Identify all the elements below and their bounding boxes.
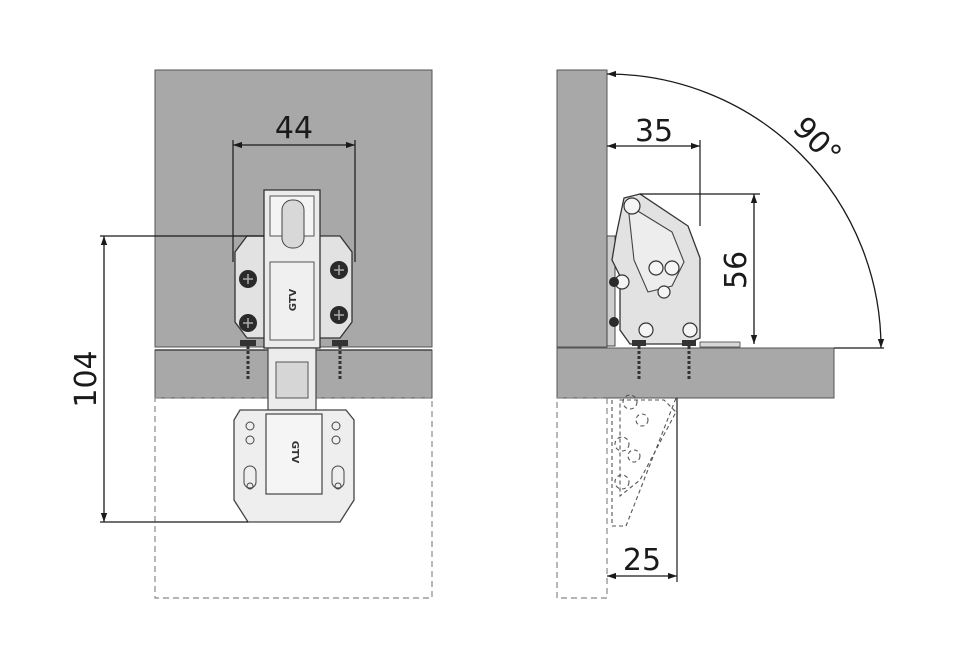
dimension-angle-label: 90° [786,110,848,172]
front-brand-upper: GTV [288,288,299,311]
front-screw-icon [239,261,348,332]
front-hinge-plate: GTV [234,189,353,411]
front-door-open-outline [154,397,433,599]
dimension-width-top-label: 44 [275,111,313,146]
front-door-screw-icon [240,340,348,380]
side-cabinet-wall [556,69,608,348]
dimension-height-front: 104 [69,235,264,523]
side-door-open-outline [556,397,608,599]
front-brand-lower: GTV [289,441,300,464]
dimension-height-side-label: 56 [719,251,754,289]
front-door-plate: GTV [233,409,355,523]
dimension-width-bottom: 25 [607,398,678,582]
side-hinge-open [611,394,677,527]
dimension-width-bottom-label: 25 [623,543,661,578]
side-door-closed [556,347,835,399]
side-view: 35 56 90° 25 [556,69,885,599]
dimension-width-top: 44 [232,111,356,262]
dimension-height-front-label: 104 [69,350,104,407]
front-view: GTV GTV [69,69,433,599]
dimension-width-side-label: 35 [635,114,673,149]
